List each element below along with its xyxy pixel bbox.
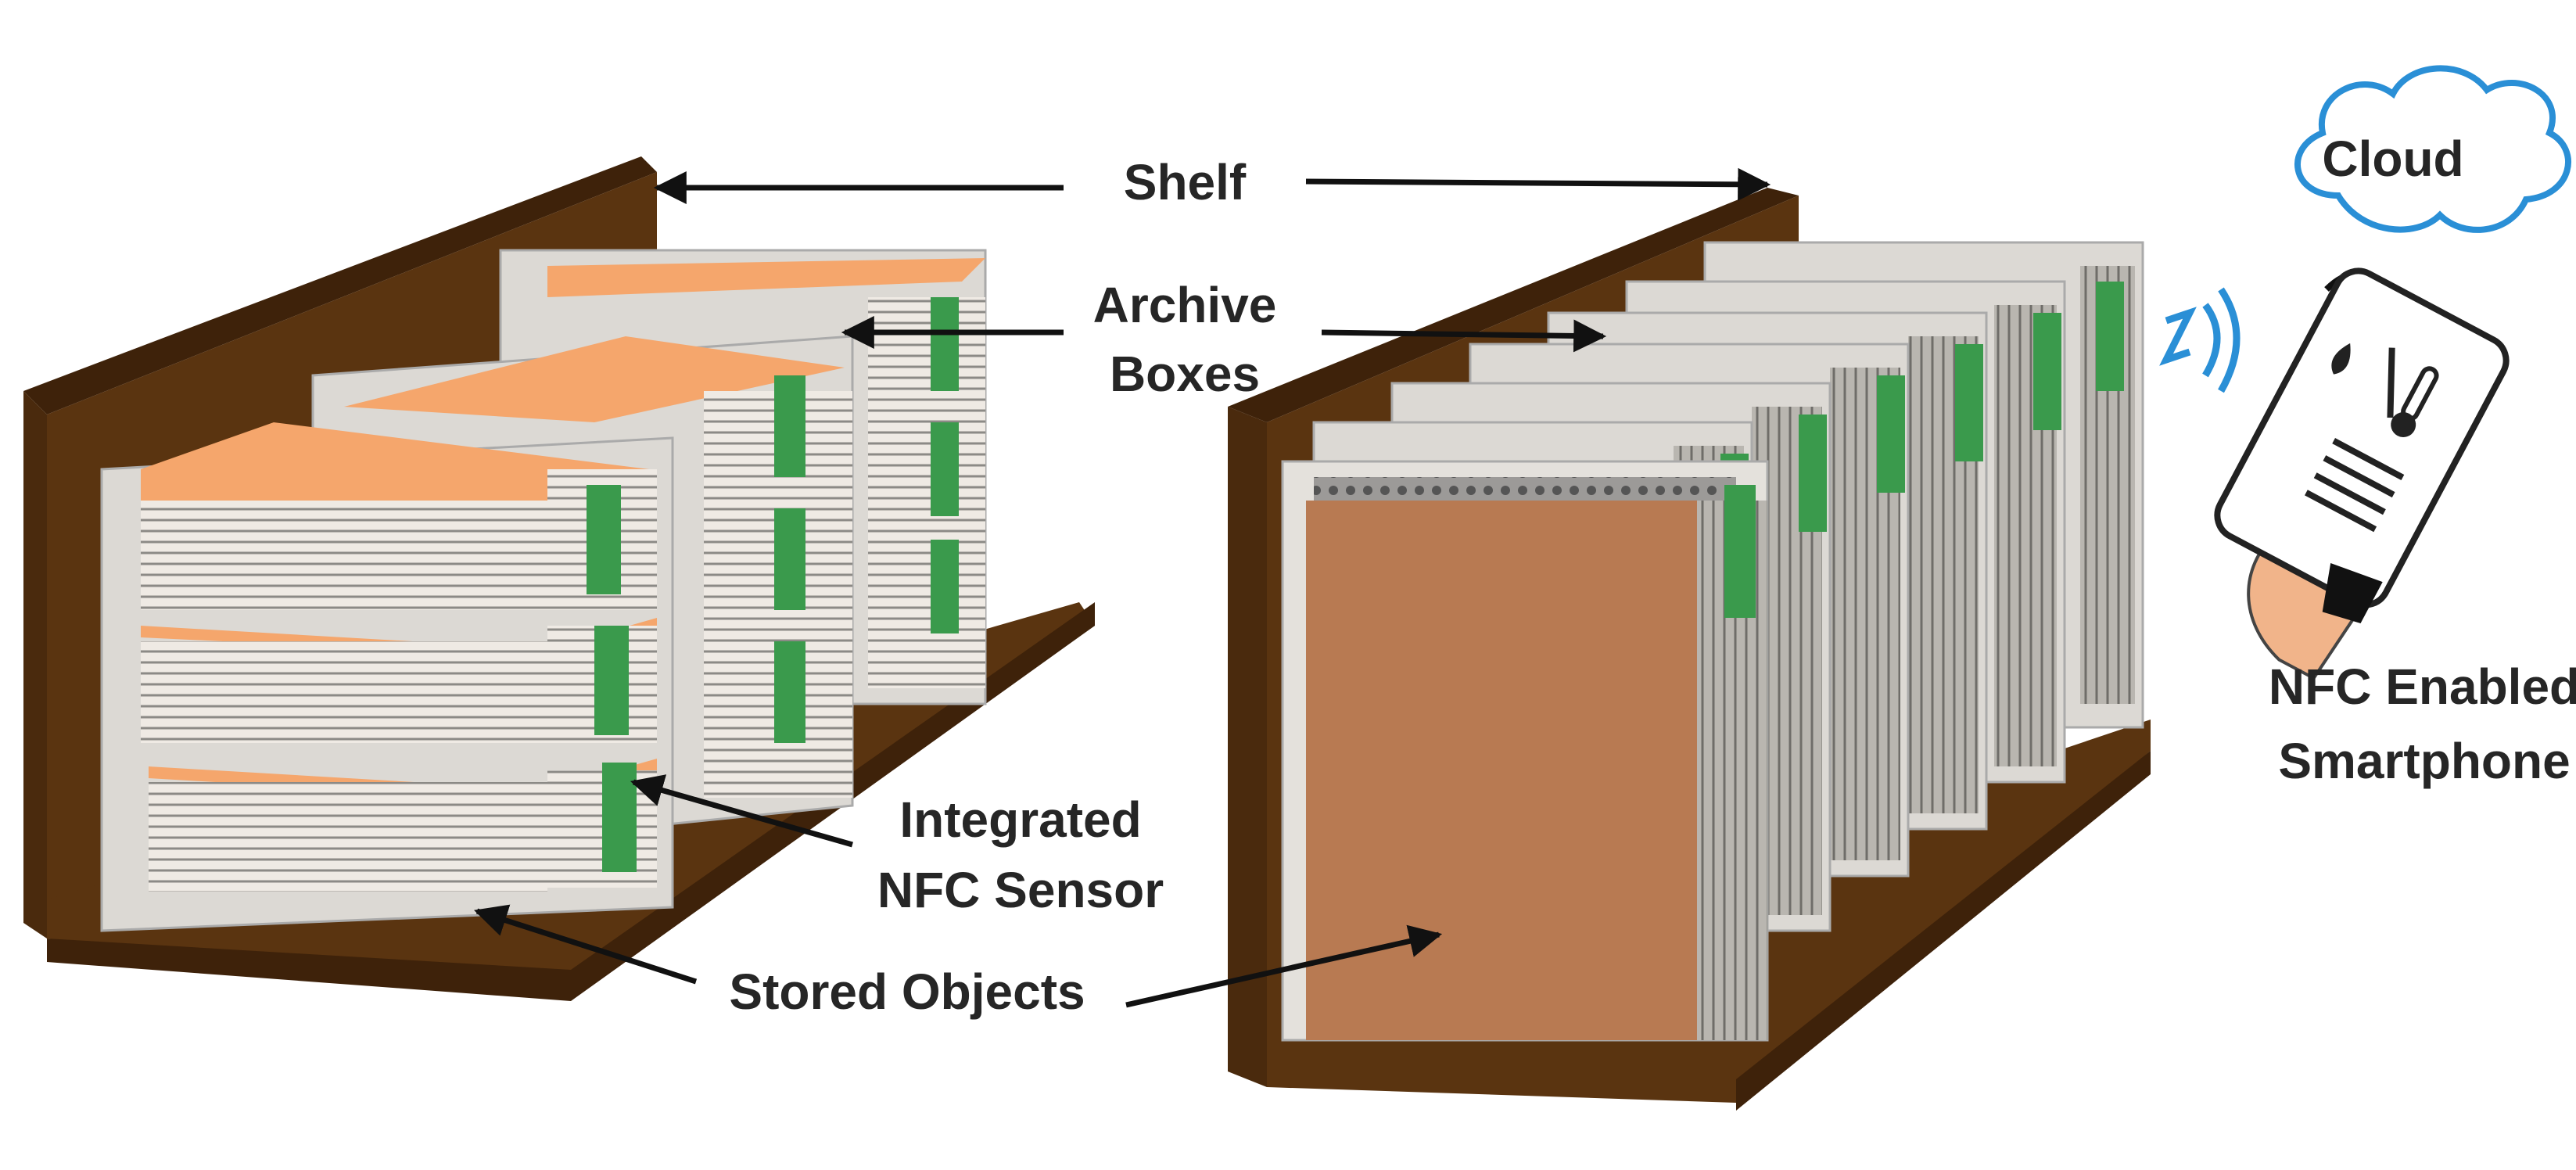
archive-boxes-label-line1: Archive <box>1093 277 1277 333</box>
right-shelf-side <box>1228 407 1267 1087</box>
archive-box-front-vertical <box>1281 460 1769 1042</box>
archive-box-front-column <box>100 422 674 932</box>
left-archive-boxes <box>100 249 987 932</box>
arrows <box>474 167 1771 1008</box>
nfc-waves-icon <box>2159 287 2241 393</box>
nfc-sensor-label-line2: NFC Sensor <box>877 862 1164 918</box>
archive-boxes-label-line2: Boxes <box>1110 346 1260 402</box>
nfc-tag <box>594 626 629 735</box>
cloud-label: Cloud <box>2322 131 2463 187</box>
nfc-sensor-arrow <box>630 774 853 848</box>
nfc-tag <box>602 763 637 872</box>
nfc-tag <box>931 540 959 633</box>
nfc-tag <box>774 641 805 743</box>
nfc-tag <box>587 485 621 594</box>
stored-objects-arrow-left <box>474 904 698 985</box>
left-shelf-back <box>23 156 657 415</box>
archive-box-back-column <box>499 249 987 705</box>
left-shelf-bottom-side <box>47 939 571 1001</box>
stored-objects-label: Stored Objects <box>729 964 1085 1020</box>
smartphone-label-line2: Smartphone <box>2278 733 2570 789</box>
right-shelf-bottom-front <box>1736 751 2151 1111</box>
cloud-icon <box>2294 65 2571 233</box>
nfc-tag <box>1799 415 1827 532</box>
nfc-tag <box>931 297 959 391</box>
nfc-tag <box>2033 313 2061 430</box>
nfc-tag <box>774 375 805 477</box>
right-shelf-back <box>1228 188 1799 422</box>
nfc-tag <box>1877 375 1905 493</box>
archive-arrow-right <box>1321 319 1607 353</box>
nfc-tag <box>931 422 959 516</box>
smartphone-label-line1: NFC Enabled <box>2269 659 2576 715</box>
nfc-tag <box>1955 344 1983 461</box>
shelf-label: Shelf <box>1124 154 1247 210</box>
stored-object-panel <box>1306 501 1697 1040</box>
stored-objects-arrow-right <box>1125 924 1443 1008</box>
nfc-sensor-label-line1: Integrated <box>899 791 1141 848</box>
nfc-tag <box>1724 485 1756 618</box>
left-shelf-back-face <box>23 391 47 939</box>
right-archive-boxes <box>1281 241 2144 1042</box>
shelf-arrow-right <box>1305 167 1771 201</box>
nfc-tag <box>2096 282 2124 391</box>
nfc-tag <box>774 508 805 610</box>
smartphone-icon <box>2214 267 2510 680</box>
